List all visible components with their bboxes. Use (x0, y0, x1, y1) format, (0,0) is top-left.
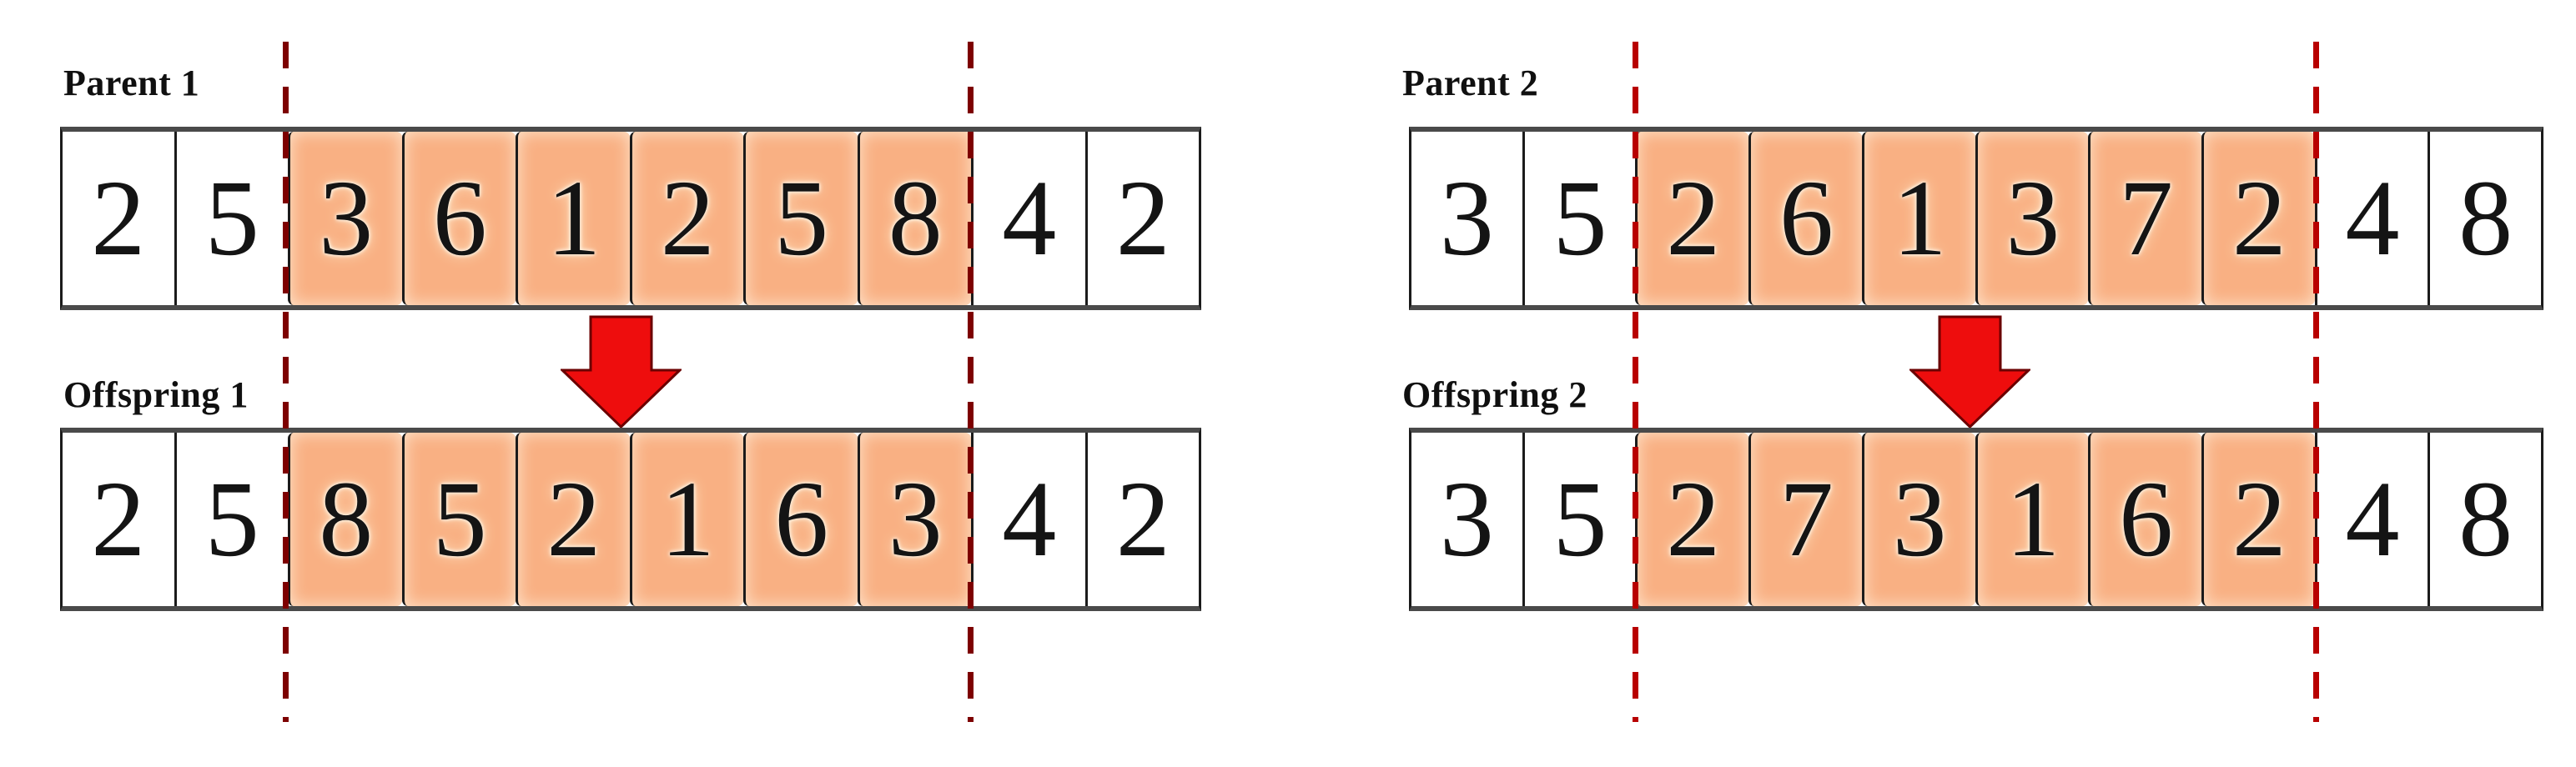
offspring2-chromosome: 3 5 2 7 3 1 6 2 4 8 (1409, 428, 2543, 611)
parent1-label: Parent 1 (63, 63, 200, 103)
gene-value: 4 (2345, 158, 2400, 278)
gene-cell: 4 (2314, 132, 2428, 305)
gene-value: 3 (319, 158, 374, 278)
gene-cell-highlighted: 2 (629, 132, 743, 305)
gene-cell-highlighted: 3 (1975, 132, 2089, 305)
gene-cell-highlighted: 1 (1861, 132, 1975, 305)
gene-value: 6 (2119, 459, 2174, 579)
gene-value: 2 (2231, 459, 2287, 579)
gene-cell: 2 (63, 132, 174, 305)
gene-cell: 5 (1522, 433, 1636, 606)
gene-cell-highlighted: 6 (401, 132, 516, 305)
gene-cell-highlighted: 7 (2088, 132, 2201, 305)
gene-value: 8 (2458, 158, 2513, 278)
gene-cell-highlighted: 2 (1635, 132, 1749, 305)
gene-cell-highlighted: 8 (857, 132, 971, 305)
gene-cell: 5 (174, 132, 289, 305)
gene-value: 3 (2005, 158, 2060, 278)
gene-value: 7 (1779, 459, 1834, 579)
offspring1-chromosome: 2 5 8 5 2 1 6 3 4 2 (60, 428, 1201, 611)
gene-cell-highlighted: 2 (516, 433, 630, 606)
gene-value: 2 (1115, 158, 1170, 278)
gene-cell: 8 (2428, 132, 2541, 305)
gene-value: 7 (2119, 158, 2174, 278)
gene-value: 3 (888, 459, 943, 579)
cut-line-left (283, 42, 289, 722)
gene-value: 2 (660, 158, 715, 278)
gene-cell: 4 (2314, 433, 2428, 606)
gene-value: 2 (1115, 459, 1170, 579)
gene-cell-highlighted: 3 (857, 433, 971, 606)
gene-value: 5 (432, 459, 487, 579)
gene-value: 6 (774, 459, 829, 579)
gene-cell: 2 (1084, 433, 1200, 606)
gene-value: 3 (1892, 459, 1947, 579)
gene-value: 5 (204, 459, 259, 579)
offspring1-label: Offspring 1 (63, 374, 249, 415)
gene-cell: 2 (63, 433, 174, 606)
gene-value: 3 (1439, 158, 1494, 278)
gene-value: 1 (660, 459, 715, 579)
gene-value: 1 (2005, 459, 2060, 579)
parent2-label: Parent 2 (1402, 63, 1539, 103)
gene-cell: 5 (1522, 132, 1636, 305)
gene-value: 8 (888, 158, 943, 278)
gene-cell-highlighted: 1 (629, 433, 743, 606)
gene-cell: 5 (174, 433, 289, 606)
gene-cell: 3 (1411, 433, 1522, 606)
gene-cell-highlighted: 2 (2201, 433, 2315, 606)
crossover-panel-1: Parent 1 2 5 3 6 1 2 5 8 4 2 Offspring 1… (60, 0, 1201, 767)
gene-cell-highlighted: 2 (2201, 132, 2315, 305)
gene-value: 2 (91, 459, 146, 579)
gene-cell-highlighted: 6 (2088, 433, 2201, 606)
gene-value: 2 (1666, 158, 1721, 278)
gene-cell-highlighted: 5 (743, 132, 858, 305)
gene-cell-highlighted: 8 (288, 433, 402, 606)
gene-cell-highlighted: 1 (1975, 433, 2089, 606)
gene-cell-highlighted: 1 (516, 132, 630, 305)
cut-line-left (1633, 42, 1638, 722)
gene-cell: 2 (1084, 132, 1200, 305)
block-arrow-down-icon (561, 315, 682, 429)
gene-cell-highlighted: 5 (401, 433, 516, 606)
gene-value: 5 (1552, 158, 1607, 278)
gene-cell: 3 (1411, 132, 1522, 305)
gene-value: 4 (1002, 459, 1057, 579)
gene-value: 2 (2231, 158, 2287, 278)
gene-value: 2 (91, 158, 146, 278)
gene-value: 2 (546, 459, 601, 579)
gene-cell: 4 (971, 132, 1085, 305)
gene-value: 6 (432, 158, 487, 278)
offspring2-label: Offspring 2 (1402, 374, 1587, 415)
gene-cell-highlighted: 3 (1861, 433, 1975, 606)
gene-value: 4 (2345, 459, 2400, 579)
gene-value: 1 (546, 158, 601, 278)
gene-cell-highlighted: 6 (743, 433, 858, 606)
gene-cell: 4 (971, 433, 1085, 606)
gene-cell-highlighted: 6 (1748, 132, 1862, 305)
gene-cell-highlighted: 7 (1748, 433, 1862, 606)
gene-value: 1 (1892, 158, 1947, 278)
cut-line-right (2313, 42, 2319, 722)
crossover-panel-2: Parent 2 3 5 2 6 1 3 7 2 4 8 Offspring 2… (1402, 0, 2543, 767)
gene-cell: 8 (2428, 433, 2541, 606)
gene-value: 5 (204, 158, 259, 278)
parent1-chromosome: 2 5 3 6 1 2 5 8 4 2 (60, 127, 1201, 310)
cut-line-right (968, 42, 974, 722)
gene-value: 8 (2458, 459, 2513, 579)
gene-value: 8 (319, 459, 374, 579)
gene-value: 2 (1666, 459, 1721, 579)
gene-value: 4 (1002, 158, 1057, 278)
gene-value: 3 (1439, 459, 1494, 579)
gene-cell-highlighted: 3 (288, 132, 402, 305)
block-arrow-down-icon (1909, 315, 2030, 429)
parent2-chromosome: 3 5 2 6 1 3 7 2 4 8 (1409, 127, 2543, 310)
gene-value: 6 (1779, 158, 1834, 278)
gene-cell-highlighted: 2 (1635, 433, 1749, 606)
gene-value: 5 (1552, 459, 1607, 579)
gene-value: 5 (774, 158, 829, 278)
